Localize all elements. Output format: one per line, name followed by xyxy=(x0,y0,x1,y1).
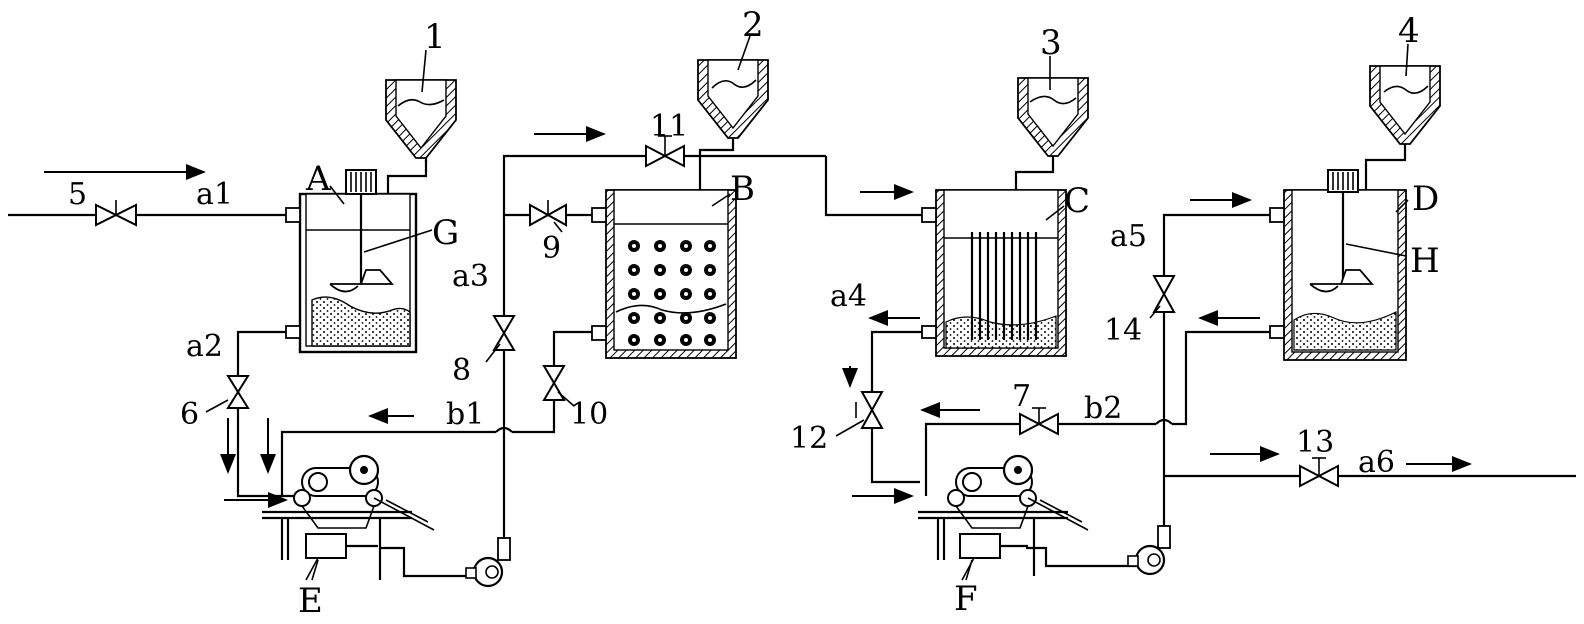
valve-13[interactable] xyxy=(1299,457,1339,488)
valve-10-label: 10 xyxy=(570,397,608,432)
leader-lines xyxy=(205,35,1409,581)
pipe-a3-label: a3 xyxy=(452,259,489,294)
tank-A-label: A xyxy=(305,159,331,199)
tank-D xyxy=(1269,169,1407,361)
tank-B-label: B xyxy=(730,169,755,209)
valve-7-label: 7 xyxy=(1012,379,1031,414)
packing-balls xyxy=(615,240,727,346)
hopper-1-label: 1 xyxy=(424,17,446,57)
flow-arrows xyxy=(44,126,1472,508)
valve-6[interactable] xyxy=(226,375,250,409)
valve-12-label: 12 xyxy=(790,421,828,456)
valve-6-label: 6 xyxy=(180,397,199,432)
membrane-elements xyxy=(970,232,1038,340)
pump-E xyxy=(465,537,511,588)
tank-C-label: C xyxy=(1064,181,1090,221)
valve-5[interactable] xyxy=(95,200,137,227)
unit-F-label: F xyxy=(954,579,978,619)
valve-14[interactable] xyxy=(1152,275,1176,313)
pipe-b1-label: b1 xyxy=(446,397,484,432)
valve-8[interactable] xyxy=(492,315,516,351)
unit-E xyxy=(262,454,435,581)
pipe-a5-label: a5 xyxy=(1110,219,1147,254)
hopper-3 xyxy=(1017,77,1089,157)
hopper-2-label: 2 xyxy=(742,5,764,45)
tank-C xyxy=(921,189,1067,357)
stirrer-G-label: G xyxy=(432,213,459,253)
valve-5-label: 5 xyxy=(68,177,87,212)
valve-12[interactable] xyxy=(855,391,884,429)
pipe-a1-label: a1 xyxy=(196,177,233,212)
valve-9[interactable] xyxy=(529,200,567,227)
tank-D-label: D xyxy=(1412,179,1439,219)
valve-10[interactable] xyxy=(542,365,566,401)
unit-E-label: E xyxy=(298,581,323,621)
hopper-1 xyxy=(385,79,457,162)
tank-A xyxy=(285,169,418,354)
valve-11-label: 11 xyxy=(650,109,688,144)
hopper-2 xyxy=(697,59,769,139)
pipe-a4-label: a4 xyxy=(830,279,867,314)
valve-7[interactable] xyxy=(1019,407,1059,436)
hopper-3-label: 3 xyxy=(1040,23,1062,63)
valve-13-label: 13 xyxy=(1296,425,1334,460)
valve-14-label: 14 xyxy=(1104,313,1142,348)
pipe-b2-label: b2 xyxy=(1084,391,1122,426)
valve-9-label: 9 xyxy=(542,231,561,266)
hopper-4-label: 4 xyxy=(1398,11,1420,51)
pipe-a2-label: a2 xyxy=(186,329,223,364)
pump-F xyxy=(1127,525,1171,576)
stirrer-H-label: H xyxy=(1410,241,1440,281)
pipe-a6-label: a6 xyxy=(1358,445,1395,480)
valve-11[interactable] xyxy=(645,135,685,168)
tank-B xyxy=(591,189,737,359)
unit-F xyxy=(918,454,1089,581)
hopper-4 xyxy=(1369,65,1441,145)
valve-8-label: 8 xyxy=(452,353,471,388)
